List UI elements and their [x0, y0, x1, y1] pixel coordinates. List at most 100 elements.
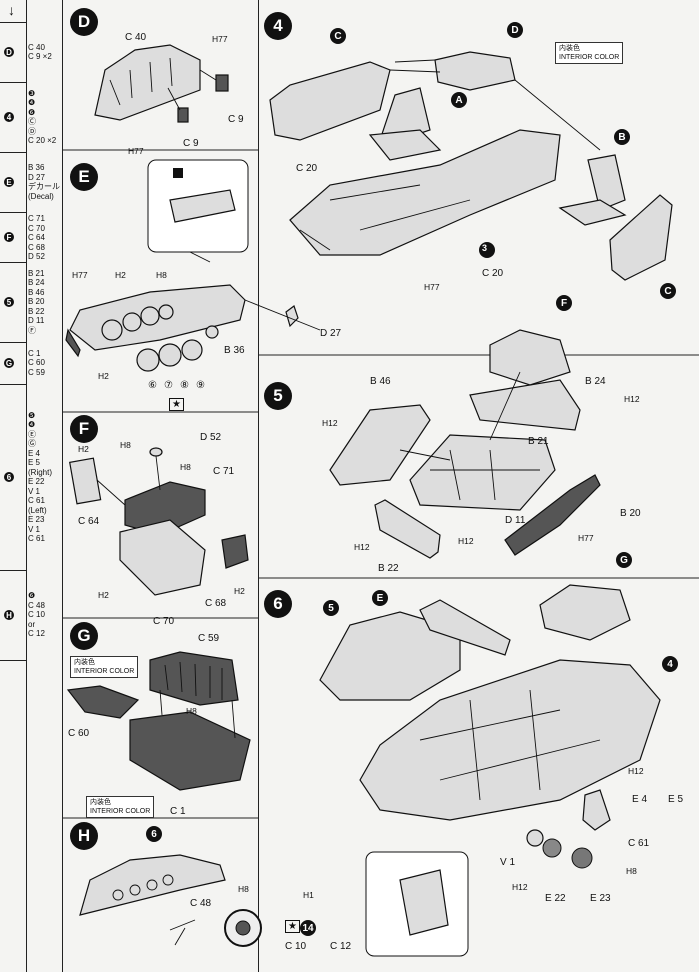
sidebar-part-line: C 12 [28, 629, 45, 639]
part-label: E 22 [545, 893, 566, 904]
part-label: C 10 [285, 941, 307, 952]
step-d-badge: D [70, 8, 98, 36]
part-label: H77 [424, 282, 440, 292]
sidebar-part-line: ❹ [28, 420, 36, 429]
part-ref-badge: B [614, 129, 630, 145]
sidebar-part-line: B 24 [28, 278, 45, 288]
sidebar-part-line: ❻ [28, 591, 36, 601]
step-6-badge: 6 [264, 590, 292, 618]
sidebar-part-line: B 46 [28, 287, 45, 297]
part-ref-badge: 4 [662, 656, 678, 672]
sidebar-part-line: D 27 [28, 172, 45, 182]
part-label: C 9 [228, 114, 244, 125]
sidebar-part-line: ❺ [28, 410, 36, 420]
step-key-badge: D [4, 47, 14, 57]
sidebar-part-line: (Right) [28, 467, 53, 477]
sidebar-part-line: ❹ [28, 98, 36, 107]
part-label: H8 [120, 440, 131, 450]
step-g-badge: G [70, 622, 98, 650]
part-label: C 71 [213, 466, 235, 477]
sidebar-part-line: or [28, 619, 36, 629]
part-label: C 20 [482, 268, 504, 279]
part-label: ⑦ [164, 380, 173, 391]
part-label: H8 [186, 706, 197, 716]
part-label: H2 [234, 586, 245, 596]
part-label: H8 [238, 884, 249, 894]
part-label: C 60 [68, 728, 90, 739]
step-4-badge: 4 [264, 12, 292, 40]
part-label: D 11 [505, 515, 526, 526]
part-label: ⑨ [196, 380, 205, 391]
sidebar-part-line: B 21 [28, 268, 45, 278]
sidebar-part-line: (Decal) [28, 191, 54, 201]
part-ref-badge: F [556, 295, 572, 311]
part-label: C 61 [628, 838, 650, 849]
part-label: E 4 [632, 794, 648, 805]
part-label: D 27 [320, 328, 342, 339]
interior-color-note: 内装色 INTERIOR COLOR [555, 42, 624, 64]
interior-color-note: 内装色 INTERIOR COLOR [70, 656, 139, 678]
sidebar-part-line: C 71 [28, 214, 45, 223]
sidebar-part-line: D 52 [28, 252, 45, 261]
sidebar-part-line: C 59 [28, 367, 45, 377]
part-ref-badge: G [616, 552, 632, 568]
part-label: H8 [156, 270, 167, 280]
part-label: H77 [72, 270, 88, 280]
column-divider [62, 0, 63, 972]
part-ref-badge: 3 [482, 243, 488, 253]
down-arrow-icon: ↓ [8, 2, 15, 18]
sidebar-part-line: D 11 [28, 316, 45, 326]
sidebar-part-line: B 36 [28, 163, 45, 172]
part-label: H77 [212, 34, 228, 44]
step-key-badge: 5 [4, 297, 14, 307]
part-label: H12 [458, 536, 474, 546]
sidebar-part-line: Ⓓ [28, 126, 36, 136]
part-label: H12 [354, 542, 370, 552]
part-label: ⑧ [180, 380, 189, 391]
step-key-badge: 4 [4, 112, 14, 122]
part-label: H12 [322, 418, 338, 428]
part-label: E 23 [590, 893, 611, 904]
part-label: H12 [628, 766, 644, 776]
sidebar-part-line: C 70 [28, 223, 45, 233]
sidebar-part-line: C 1 [28, 348, 41, 358]
sidebar-part-line: B 22 [28, 306, 45, 316]
step-key-badge: H [4, 610, 14, 620]
sidebar-part-line: V 1 [28, 486, 41, 496]
sidebar-part-line: Ⓒ [28, 117, 36, 126]
interior-color-note: 内装色 INTERIOR COLOR [86, 796, 155, 818]
part-label: H2 [98, 590, 109, 600]
sidebar-part-line: C 10 [28, 610, 45, 620]
part-label: H12 [624, 394, 640, 404]
step-key-badge: F [4, 232, 14, 242]
part-label: H1 [303, 890, 314, 900]
part-label: B 36 [224, 345, 245, 356]
part-label: H8 [626, 866, 637, 876]
part-label: C 48 [190, 898, 212, 909]
part-ref-badge: C [660, 283, 676, 299]
part-label: B 24 [585, 376, 606, 387]
sidebar-part-line: B 20 [28, 297, 45, 307]
part-label: H77 [128, 146, 144, 156]
part-label: E 5 [668, 794, 684, 805]
part-label: H8 [180, 462, 191, 472]
part-ref-badge: 5 [323, 600, 339, 616]
sidebar-part-line: Ⓖ [28, 439, 36, 448]
part-label: ⑥ [148, 380, 157, 391]
step-5-badge: 5 [264, 382, 292, 410]
sidebar-part-line: E 4 [28, 448, 41, 458]
part-label: H2 [115, 270, 126, 280]
sidebar-part-line: デカール [28, 182, 60, 191]
column-divider [258, 0, 259, 972]
sidebar-part-line: C 60 [28, 358, 45, 368]
sidebar-part-line: ❻ [28, 107, 36, 117]
